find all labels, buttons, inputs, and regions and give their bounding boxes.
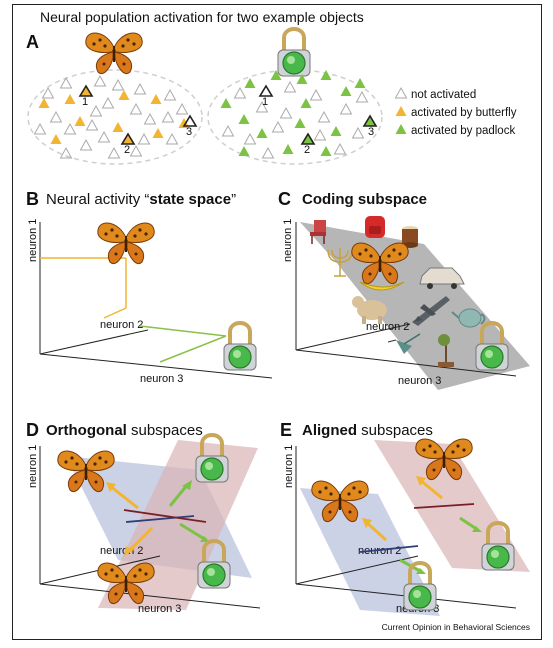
panel-c: C Coding subspace neuron 1 neuron 2 neur…	[278, 189, 530, 390]
legend: not activated activated by butterfly act…	[395, 87, 517, 137]
butterfly-icon	[84, 32, 144, 75]
axis-neuron2-d: neuron 2	[100, 545, 143, 557]
panel-e-letter: E	[280, 420, 292, 440]
axis-neuron3-d: neuron 3	[138, 603, 181, 615]
neuron-label-2-right: 2	[304, 144, 310, 156]
axis-neuron2-b: neuron 2	[100, 319, 143, 331]
axis-neuron1-c: neuron 1	[282, 219, 294, 262]
legend-not-activated-icon	[395, 87, 407, 99]
panel-d: D Orthogonal subspaces neuron 1 neuron 2…	[26, 420, 261, 615]
panel-b-title: Neural activity “state space”	[46, 191, 236, 208]
axis-neuron3-b: neuron 3	[140, 373, 183, 385]
teapot-icon	[451, 308, 486, 328]
hummingbird-icon	[387, 333, 421, 354]
population-ellipse-left	[27, 69, 203, 165]
axis-neuron1-e: neuron 1	[283, 445, 295, 488]
coding-plane	[300, 222, 530, 390]
panel-d-letter: D	[26, 420, 39, 440]
axis-neuron2-c: neuron 2	[366, 321, 409, 333]
bonsai-icon	[438, 334, 454, 367]
panel-a: A 1 2 3	[26, 27, 517, 165]
legend-not-activated: not activated	[411, 89, 476, 101]
padlock-icon	[276, 27, 312, 78]
padlock-icon	[222, 321, 258, 372]
legend-padlock: activated by padlock	[411, 125, 515, 137]
chair-icon	[310, 220, 326, 244]
axis-neuron1-d: neuron 1	[27, 445, 39, 488]
axis-neuron1-b: neuron 1	[27, 219, 39, 262]
right-population-neurons	[220, 70, 378, 159]
bear-icon	[352, 296, 387, 324]
panel-a-letter: A	[26, 32, 39, 52]
journal-credit: Current Opinion in Behavioral Sciences	[382, 622, 530, 632]
padlock-icon	[194, 433, 230, 484]
legend-butterfly-icon	[395, 106, 407, 116]
airplane-icon	[412, 296, 450, 326]
menorah-icon	[327, 248, 353, 277]
backpack-icon	[365, 216, 385, 238]
panel-b: B Neural activity “state space” neuron 1…	[26, 189, 273, 385]
neuron-label-1-right: 1	[262, 96, 268, 108]
figure-title: Neural population activation for two exa…	[40, 9, 364, 25]
panel-e: E Aligned subspaces neuron 1 neuron 2 ne…	[280, 420, 530, 616]
neuron-label-2-left: 2	[124, 144, 130, 156]
neuron-label-1-left: 1	[82, 96, 88, 108]
axis-neuron3-c: neuron 3	[398, 375, 441, 387]
banana-icon	[359, 281, 405, 291]
population-ellipse-right	[207, 69, 383, 165]
neuron-label-3-left: 3	[186, 126, 192, 138]
legend-padlock-icon	[395, 124, 407, 134]
panel-c-title: Coding subspace	[302, 191, 427, 208]
neuron-label-3-right: 3	[368, 126, 374, 138]
panel-b-letter: B	[26, 189, 39, 209]
left-population-neurons	[34, 75, 198, 159]
legend-butterfly: activated by butterfly	[411, 107, 517, 119]
panel-e-title: Aligned subspaces	[302, 422, 433, 439]
panel-c-letter: C	[278, 189, 291, 209]
subspace-plane-blue	[300, 488, 440, 616]
car-icon	[419, 267, 465, 289]
panel-d-title: Orthogonal subspaces	[46, 422, 203, 439]
